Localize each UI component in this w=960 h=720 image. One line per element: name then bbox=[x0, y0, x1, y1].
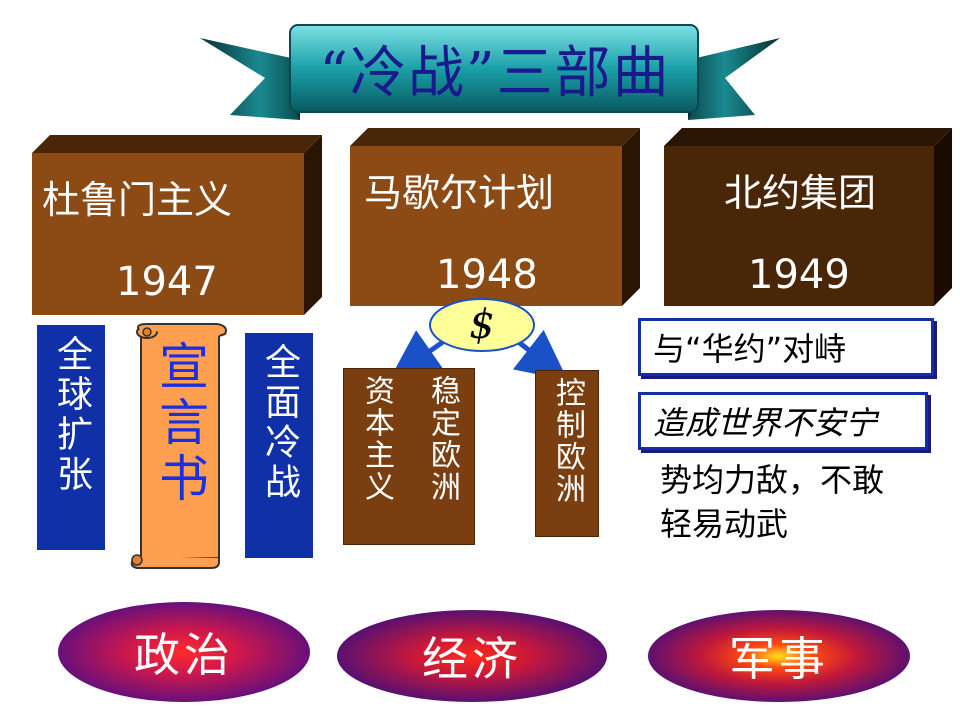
banner-right-tail bbox=[688, 38, 780, 120]
title-banner bbox=[200, 24, 780, 120]
banner-left-tail bbox=[200, 38, 300, 120]
policy-name: 北约集团 bbox=[724, 171, 877, 215]
policy-box-nato: 北约集团 1949 bbox=[664, 128, 952, 306]
category-economy: 经济 bbox=[337, 610, 607, 702]
policy-year: 1948 bbox=[436, 252, 538, 298]
global-expansion-block: 全球扩张 bbox=[37, 325, 105, 550]
total-cold-war-block: 全面冷战 bbox=[245, 333, 313, 558]
scroll-icon bbox=[130, 323, 227, 569]
capitalism-stabilize-block: 资本主义 稳定欧洲 bbox=[343, 368, 475, 545]
control-europe-block: 控制欧洲 bbox=[535, 370, 599, 537]
declaration-scroll: 宣言书 bbox=[151, 340, 209, 508]
policy-year: 1947 bbox=[116, 259, 218, 305]
world-unrest-box: 造成世界不安宁 bbox=[638, 392, 928, 450]
confront-warsaw-pact-box: 与“华约”对峙 bbox=[638, 318, 934, 376]
category-military: 军事 bbox=[648, 610, 910, 702]
policy-name: 马歇尔计划 bbox=[364, 171, 555, 215]
page-title: “冷战”三部曲 bbox=[319, 40, 671, 106]
balance-text-line1: 势均力敌，不敢 bbox=[660, 461, 885, 499]
policy-box-truman: 杜鲁门主义 1947 bbox=[32, 135, 322, 315]
dollar-badge bbox=[429, 298, 535, 352]
policy-box-marshall: 马歇尔计划 1948 bbox=[350, 128, 640, 306]
dollar-arrows bbox=[389, 298, 568, 381]
policy-name: 杜鲁门主义 bbox=[42, 178, 233, 222]
balance-text-line2: 轻易动武 bbox=[660, 505, 789, 543]
banner-ribbon bbox=[289, 24, 699, 113]
policy-year: 1949 bbox=[748, 252, 850, 298]
category-politics: 政治 bbox=[58, 602, 310, 702]
dollar-icon: $ bbox=[469, 302, 495, 348]
